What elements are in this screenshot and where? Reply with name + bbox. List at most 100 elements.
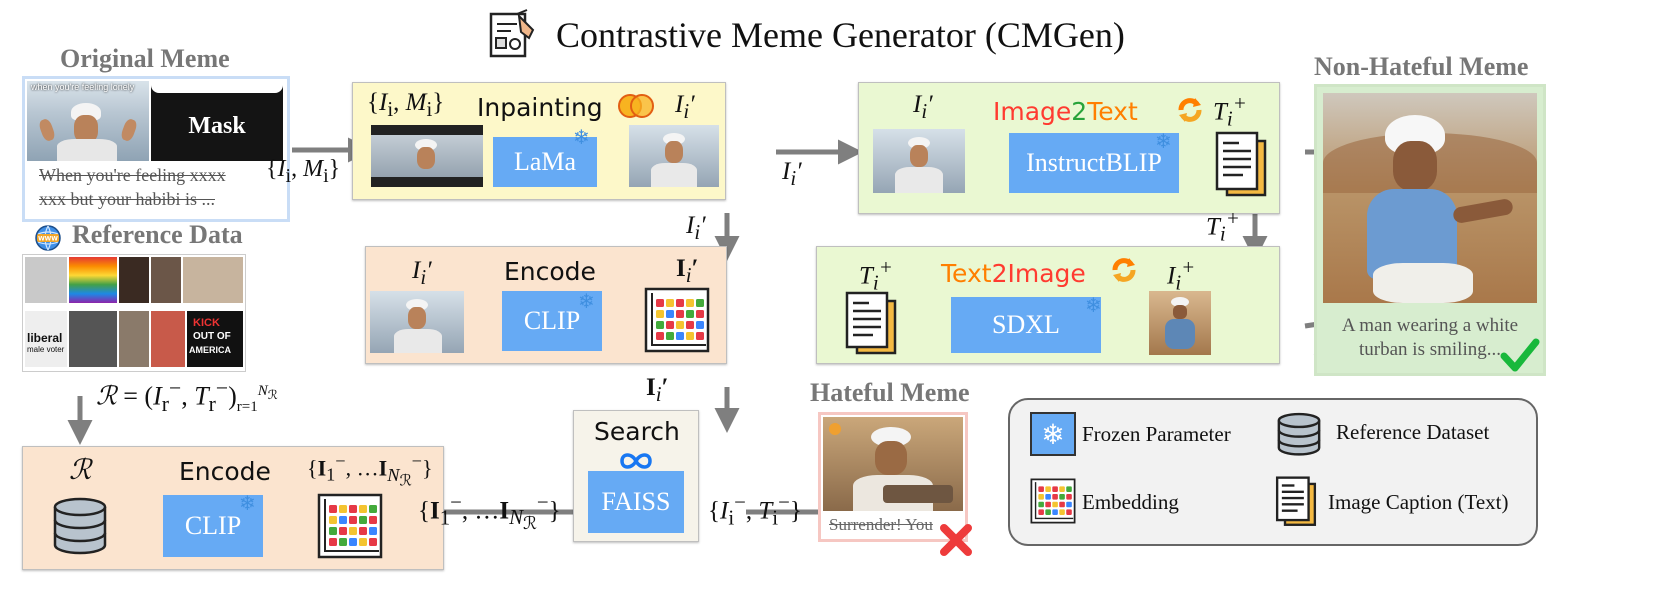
embedding-cell bbox=[696, 321, 704, 329]
original-meme-image: when you're feeling lonely bbox=[27, 81, 149, 161]
image2text-input-label: Ii′ bbox=[913, 91, 933, 123]
embedding-cell bbox=[359, 527, 367, 535]
arrow-label-reference: ℛ = (Ir−, Tr−)r=1Nℛ bbox=[96, 376, 278, 416]
encode1-input-image bbox=[370, 291, 464, 353]
text2image-output-image bbox=[1149, 291, 1211, 355]
nonhateful-meme-image bbox=[1323, 93, 1537, 303]
faiss-model: FAISS bbox=[588, 471, 684, 533]
reference-data-heading: Reference Data bbox=[72, 220, 243, 249]
embedding-grid-icon bbox=[317, 493, 383, 559]
embedding-cell bbox=[656, 321, 664, 329]
sdxl-model: SDXL bbox=[951, 297, 1101, 353]
hateful-meme-frame: Surrender! You bbox=[818, 412, 968, 542]
image2text-output-label: Ti+ bbox=[1213, 91, 1247, 131]
legend-frozen-label: Frozen Parameter bbox=[1082, 422, 1231, 446]
embedding-cell bbox=[359, 538, 367, 546]
embedding-cell bbox=[1038, 486, 1044, 492]
embedding-cell bbox=[656, 332, 664, 340]
embedding-cell bbox=[666, 332, 674, 340]
nonhateful-meme-frame: A man wearing a white turban is smiling.… bbox=[1314, 84, 1546, 376]
snowflake-icon: ❄ bbox=[239, 491, 256, 515]
hateful-meme-caption: Surrender! You bbox=[829, 515, 933, 534]
encode2-input-label: ℛ bbox=[69, 453, 92, 486]
lama-model: LaMa bbox=[493, 137, 597, 187]
embedding-cell bbox=[686, 321, 694, 329]
ref-thumb-text-5: AMERICA bbox=[189, 345, 231, 355]
embedding-cell bbox=[696, 299, 704, 307]
arrow-label-image2text-down: Ti+ bbox=[1206, 206, 1240, 246]
embedding-cell bbox=[656, 310, 664, 318]
embedding-cell bbox=[1045, 486, 1051, 492]
database-icon bbox=[49, 495, 111, 557]
embedding-cell bbox=[339, 516, 347, 524]
legend-box: ❄ Frozen Parameter Reference Dataset Emb… bbox=[1008, 398, 1538, 546]
inpainting-panel: {Ii, Mi} Inpainting Ii′ LaMa ❄ bbox=[352, 82, 726, 200]
image2text-input-image bbox=[873, 129, 965, 193]
embedding-cell bbox=[1045, 494, 1051, 500]
refresh-icon bbox=[1175, 95, 1205, 125]
globe-icon: WWW bbox=[34, 224, 62, 252]
original-meme-frame: when you're feeling lonely Mask When you… bbox=[22, 76, 290, 222]
arrow-label-inpaint-right: Ii′ bbox=[782, 158, 802, 190]
embedding-cell bbox=[666, 321, 674, 329]
ref-thumb-text-1: liberal bbox=[27, 331, 63, 345]
embedding-cell bbox=[1038, 501, 1044, 508]
embedding-cell bbox=[1052, 501, 1058, 508]
embedding-cell bbox=[676, 321, 684, 329]
nonhateful-meme-heading: Non-Hateful Meme bbox=[1314, 52, 1529, 81]
snowflake-icon: ❄ bbox=[573, 125, 590, 149]
arrow-label-original: {Ii, Mi} bbox=[266, 156, 341, 187]
arrow-label-inpaint-down: Ii′ bbox=[686, 212, 706, 244]
embedding-cell bbox=[329, 527, 337, 535]
embedding-cell bbox=[369, 527, 377, 535]
embedding-cell bbox=[1045, 509, 1051, 515]
embedding-cell bbox=[1059, 501, 1065, 508]
inpaint-output-image bbox=[629, 125, 719, 187]
embedding-grid-icon bbox=[644, 287, 710, 353]
text2image-output-label: Ii+ bbox=[1167, 255, 1196, 295]
embedding-cell bbox=[676, 332, 684, 340]
ref-thumb-text-2: male voter bbox=[27, 345, 65, 354]
encode2-output-label: {I1−, …INℛ−} bbox=[307, 451, 433, 490]
embedding-cell bbox=[1052, 486, 1058, 492]
embedding-cell bbox=[369, 516, 377, 524]
refresh-icon bbox=[1109, 255, 1139, 285]
embedding-cell bbox=[329, 516, 337, 524]
mask-label: Mask bbox=[188, 113, 246, 139]
title-icon bbox=[487, 8, 539, 60]
embedding-cell bbox=[696, 332, 704, 340]
inpaint-input-image bbox=[371, 125, 483, 187]
embedding-cell bbox=[329, 538, 337, 546]
embedding-cell bbox=[1052, 509, 1058, 515]
ref-thumb-text-4: OUT OF bbox=[193, 331, 231, 342]
legend-caption-label: Image Caption (Text) bbox=[1328, 490, 1509, 514]
embedding-cell bbox=[349, 538, 357, 546]
legend-reference-label: Reference Dataset bbox=[1336, 420, 1490, 444]
search-panel: Search FAISS bbox=[573, 410, 699, 542]
embedding-cell bbox=[656, 299, 664, 307]
original-meme-top-caption: when you're feeling lonely bbox=[31, 82, 135, 92]
embedding-cell bbox=[676, 299, 684, 307]
mask-image: Mask bbox=[151, 81, 283, 161]
embedding-cell bbox=[329, 505, 337, 513]
inpaint-input-label: {Ii, Mi} bbox=[367, 89, 445, 121]
arrow-label-search-right: {Ii−, Ti−} bbox=[708, 490, 802, 530]
inpaint-output-label: Ii′ bbox=[675, 91, 695, 123]
hateful-meme-image bbox=[823, 417, 963, 511]
embedding-cell bbox=[339, 527, 347, 535]
embedding-cell bbox=[1038, 509, 1044, 515]
embedding-cell bbox=[666, 310, 674, 318]
embedding-cell bbox=[359, 505, 367, 513]
encode-panel-2: ℛ Encode {I1−, …INℛ−} CLIP ❄ bbox=[22, 446, 444, 570]
embedding-cell bbox=[1052, 494, 1058, 500]
page-title: Contrastive Meme Generator (CMGen) bbox=[556, 15, 1125, 55]
embedding-cell bbox=[1038, 494, 1044, 500]
encode1-input-label: Ii′ bbox=[412, 257, 432, 289]
encode2-title: Encode bbox=[179, 457, 271, 486]
cross-icon bbox=[938, 522, 974, 558]
database-icon bbox=[1274, 412, 1324, 458]
embedding-cell bbox=[369, 538, 377, 546]
original-caption-line-1: When you're feeling xxxx bbox=[39, 165, 226, 185]
embedding-cell bbox=[686, 299, 694, 307]
embedding-cell bbox=[359, 516, 367, 524]
